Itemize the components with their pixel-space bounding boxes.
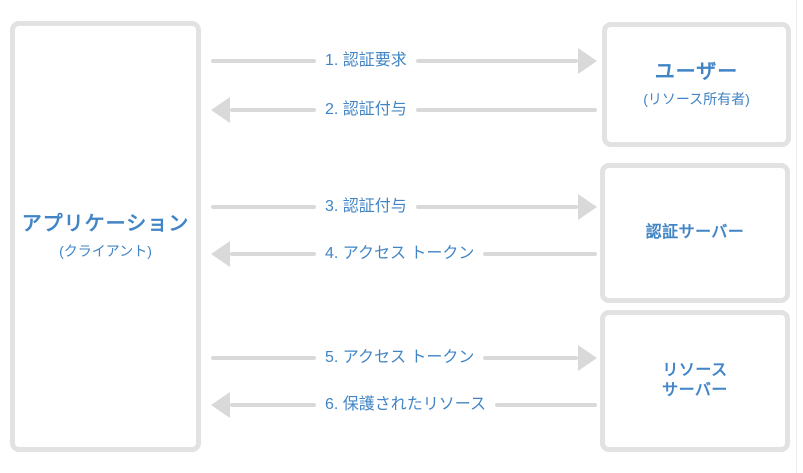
- arrow-right-icon: [578, 48, 597, 74]
- arrow-left-icon: [211, 241, 230, 267]
- flow-line-segment: [415, 205, 578, 209]
- flow-label-5: 5. アクセス トークン: [325, 349, 475, 366]
- auth-server-box: 認証サーバー: [600, 163, 790, 303]
- flow-line-segment: [230, 252, 316, 256]
- user-resource-owner-box: ユーザー (リソース所有者): [602, 22, 791, 147]
- flow-arrow-1-auth-request: 1. 認証要求: [211, 47, 597, 75]
- flow-line-segment: [483, 252, 597, 256]
- flow-label-1: 1. 認証要求: [325, 52, 407, 69]
- flow-line-segment: [483, 356, 578, 360]
- arrow-left-icon: [211, 392, 230, 418]
- application-box-title: アプリケーション: [21, 213, 190, 235]
- flow-line-segment: [230, 403, 316, 407]
- resource-server-box: リソース サーバー: [600, 310, 790, 452]
- resource-server-box-title-line2: サーバー: [662, 382, 728, 399]
- flow-label-2: 2. 認証付与: [325, 101, 407, 118]
- flow-arrow-2-auth-grant: 2. 認証付与: [211, 96, 597, 124]
- user-box-title: ユーザー: [654, 61, 739, 83]
- flow-arrow-5-access-token: 5. アクセス トークン: [211, 344, 597, 372]
- flow-line-segment: [415, 108, 597, 112]
- flow-label-3: 3. 認証付与: [325, 198, 407, 215]
- flow-arrow-6-protected-resource: 6. 保護されたリソース: [211, 391, 597, 419]
- flow-line-segment: [211, 356, 316, 360]
- application-client-box: アプリケーション (クライアント): [10, 21, 201, 452]
- resource-server-box-title-line1: リソース: [662, 362, 728, 379]
- flow-line-segment: [230, 108, 316, 112]
- arrow-right-icon: [578, 194, 597, 220]
- user-box-subtitle: (リソース所有者): [643, 91, 750, 107]
- flow-line-segment: [211, 59, 316, 63]
- flow-arrow-4-access-token: 4. アクセス トークン: [211, 240, 597, 268]
- arrow-left-icon: [211, 97, 230, 123]
- flow-line-segment: [211, 205, 316, 209]
- auth-server-box-title: 認証サーバー: [645, 224, 745, 241]
- flow-arrow-3-auth-grant: 3. 認証付与: [211, 193, 597, 221]
- flow-label-6: 6. 保護されたリソース: [325, 396, 486, 413]
- flow-line-segment: [495, 403, 597, 407]
- arrow-right-icon: [578, 345, 597, 371]
- page-right-divider: [796, 0, 797, 473]
- flow-label-4: 4. アクセス トークン: [325, 245, 475, 262]
- application-box-subtitle: (クライアント): [59, 243, 152, 259]
- flow-line-segment: [415, 59, 578, 63]
